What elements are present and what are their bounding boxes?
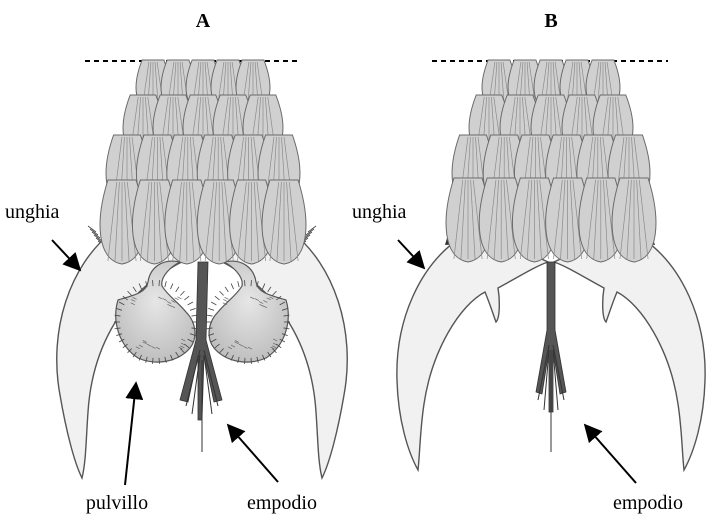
panel-a-empodium-arrow (228, 425, 278, 482)
panel-b-claw-left (397, 238, 548, 470)
panel-a: A unghia (5, 10, 347, 514)
panel-b-tarsus-scales (446, 60, 656, 262)
panel-b-empodium-arrow (585, 425, 636, 483)
panel-a-tarsus-scales (100, 60, 306, 264)
panel-a-title: A (196, 10, 211, 32)
panel-b-claw-arrow (398, 240, 424, 268)
panel-b-claw-label: unghia (352, 201, 407, 223)
panel-a-empodium-label: empodio (247, 492, 317, 514)
panel-a-claw-label: unghia (5, 201, 60, 223)
panel-a-pad-arrow (125, 383, 136, 485)
panel-b-claw-right (554, 238, 705, 470)
panel-a-pad-label: pulvillo (86, 492, 148, 514)
panel-b: B unghia empodio (352, 10, 705, 514)
panel-b-title: B (544, 10, 557, 32)
panel-a-empodium (180, 262, 222, 452)
panel-a-claw-arrow (52, 240, 80, 270)
panel-b-empodium (536, 262, 566, 452)
panel-b-empodium-label: empodio (613, 492, 683, 514)
